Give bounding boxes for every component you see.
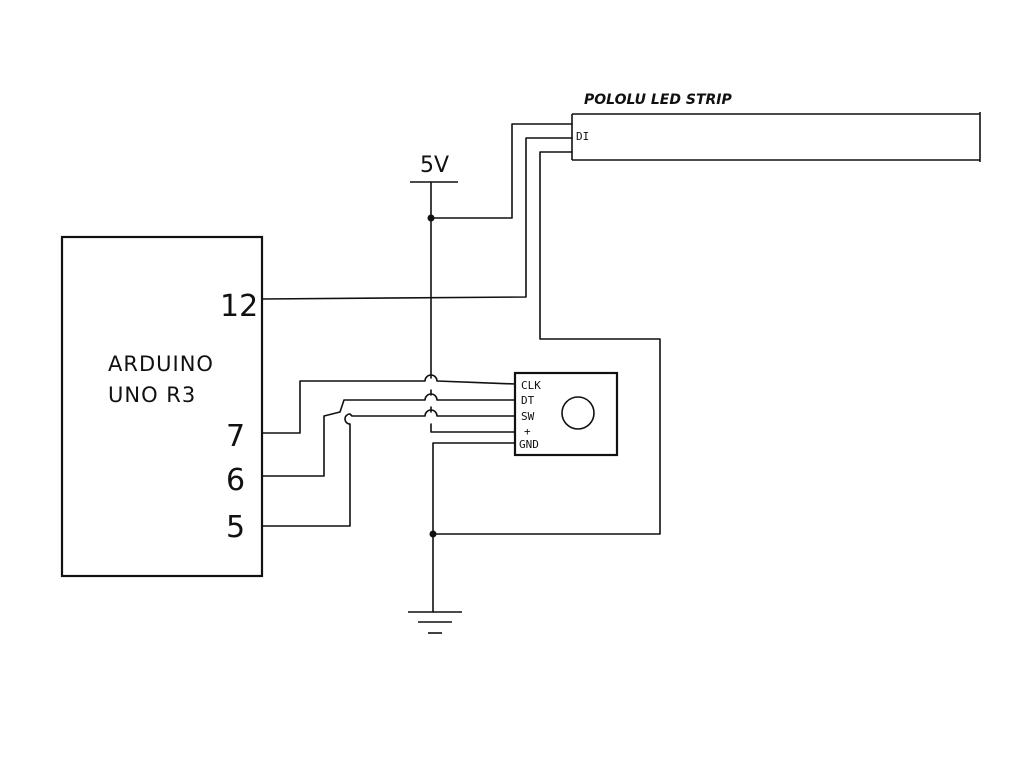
- gnd-junction-dot: [429, 530, 437, 538]
- encoder-pin-sw: SW: [521, 410, 535, 423]
- pin-label-6: 6: [226, 463, 245, 498]
- vcc-to-encoder-plus: [430, 423, 516, 433]
- encoder-pin-clk: CLK: [521, 379, 541, 392]
- encoder-knob-icon: [561, 396, 595, 430]
- wire-pin5-to-sw: [261, 409, 516, 527]
- wire-pin6-to-dt: [261, 393, 516, 477]
- rotary-encoder: CLK DT SW + GND: [513, 371, 619, 457]
- wire-pin7-to-clk: [261, 374, 516, 434]
- led-strip: POLOLU LED STRIP DI: [571, 92, 981, 162]
- arduino-title-line2: UNO R3: [108, 383, 196, 407]
- vcc-label: 5V: [420, 153, 449, 178]
- arduino-board: ARDUINO UNO R3 12 7 6 5: [60, 235, 264, 578]
- vcc-to-strip-wire: [430, 123, 573, 219]
- pin-label-5: 5: [226, 510, 245, 545]
- encoder-pin-plus: +: [524, 425, 531, 438]
- strip-gnd-wire: [432, 151, 661, 535]
- arduino-title-line1: ARDUINO: [108, 352, 214, 376]
- encoder-pin-dt: DT: [521, 394, 535, 407]
- led-strip-title: POLOLU LED STRIP: [584, 92, 732, 108]
- pin-label-7: 7: [226, 419, 245, 454]
- arduino-outline: [60, 235, 264, 578]
- encoder-outline: [513, 371, 619, 457]
- pin-label-12: 12: [220, 289, 258, 324]
- vcc-supply: 5V: [410, 123, 573, 433]
- ground-icon: [408, 611, 462, 634]
- encoder-gnd-wire: [432, 442, 516, 613]
- data-wire-pin12-to-di: [261, 137, 573, 300]
- encoder-pin-gnd: GND: [519, 438, 539, 451]
- led-strip-din-label: DI: [576, 130, 589, 143]
